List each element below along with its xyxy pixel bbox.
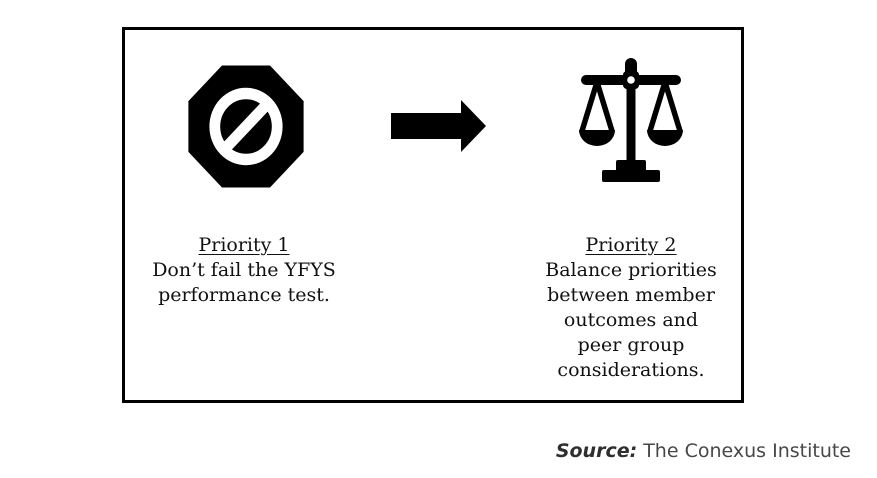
priority-1-heading: Priority 1 xyxy=(198,234,290,256)
priority-2-body: Balance priorities between member outcom… xyxy=(545,259,717,381)
no-entry-icon xyxy=(186,63,306,190)
balance-scale-icon xyxy=(575,58,687,184)
priority-1-body: Don’t fail the YFYS performance test. xyxy=(152,259,336,306)
source-caption: Source:The Conexus Institute xyxy=(556,440,851,462)
source-text: The Conexus Institute xyxy=(643,440,851,462)
priority-1-caption: Priority 1 Don’t fail the YFYS performan… xyxy=(129,233,359,308)
source-label: Source: xyxy=(555,440,638,462)
priority-2-heading: Priority 2 xyxy=(585,234,677,256)
priority-diagram-box: Priority 1 Don’t fail the YFYS performan… xyxy=(122,27,744,403)
priority-2-caption: Priority 2 Balance priorities between me… xyxy=(516,233,746,383)
arrow-right-icon xyxy=(391,100,486,152)
